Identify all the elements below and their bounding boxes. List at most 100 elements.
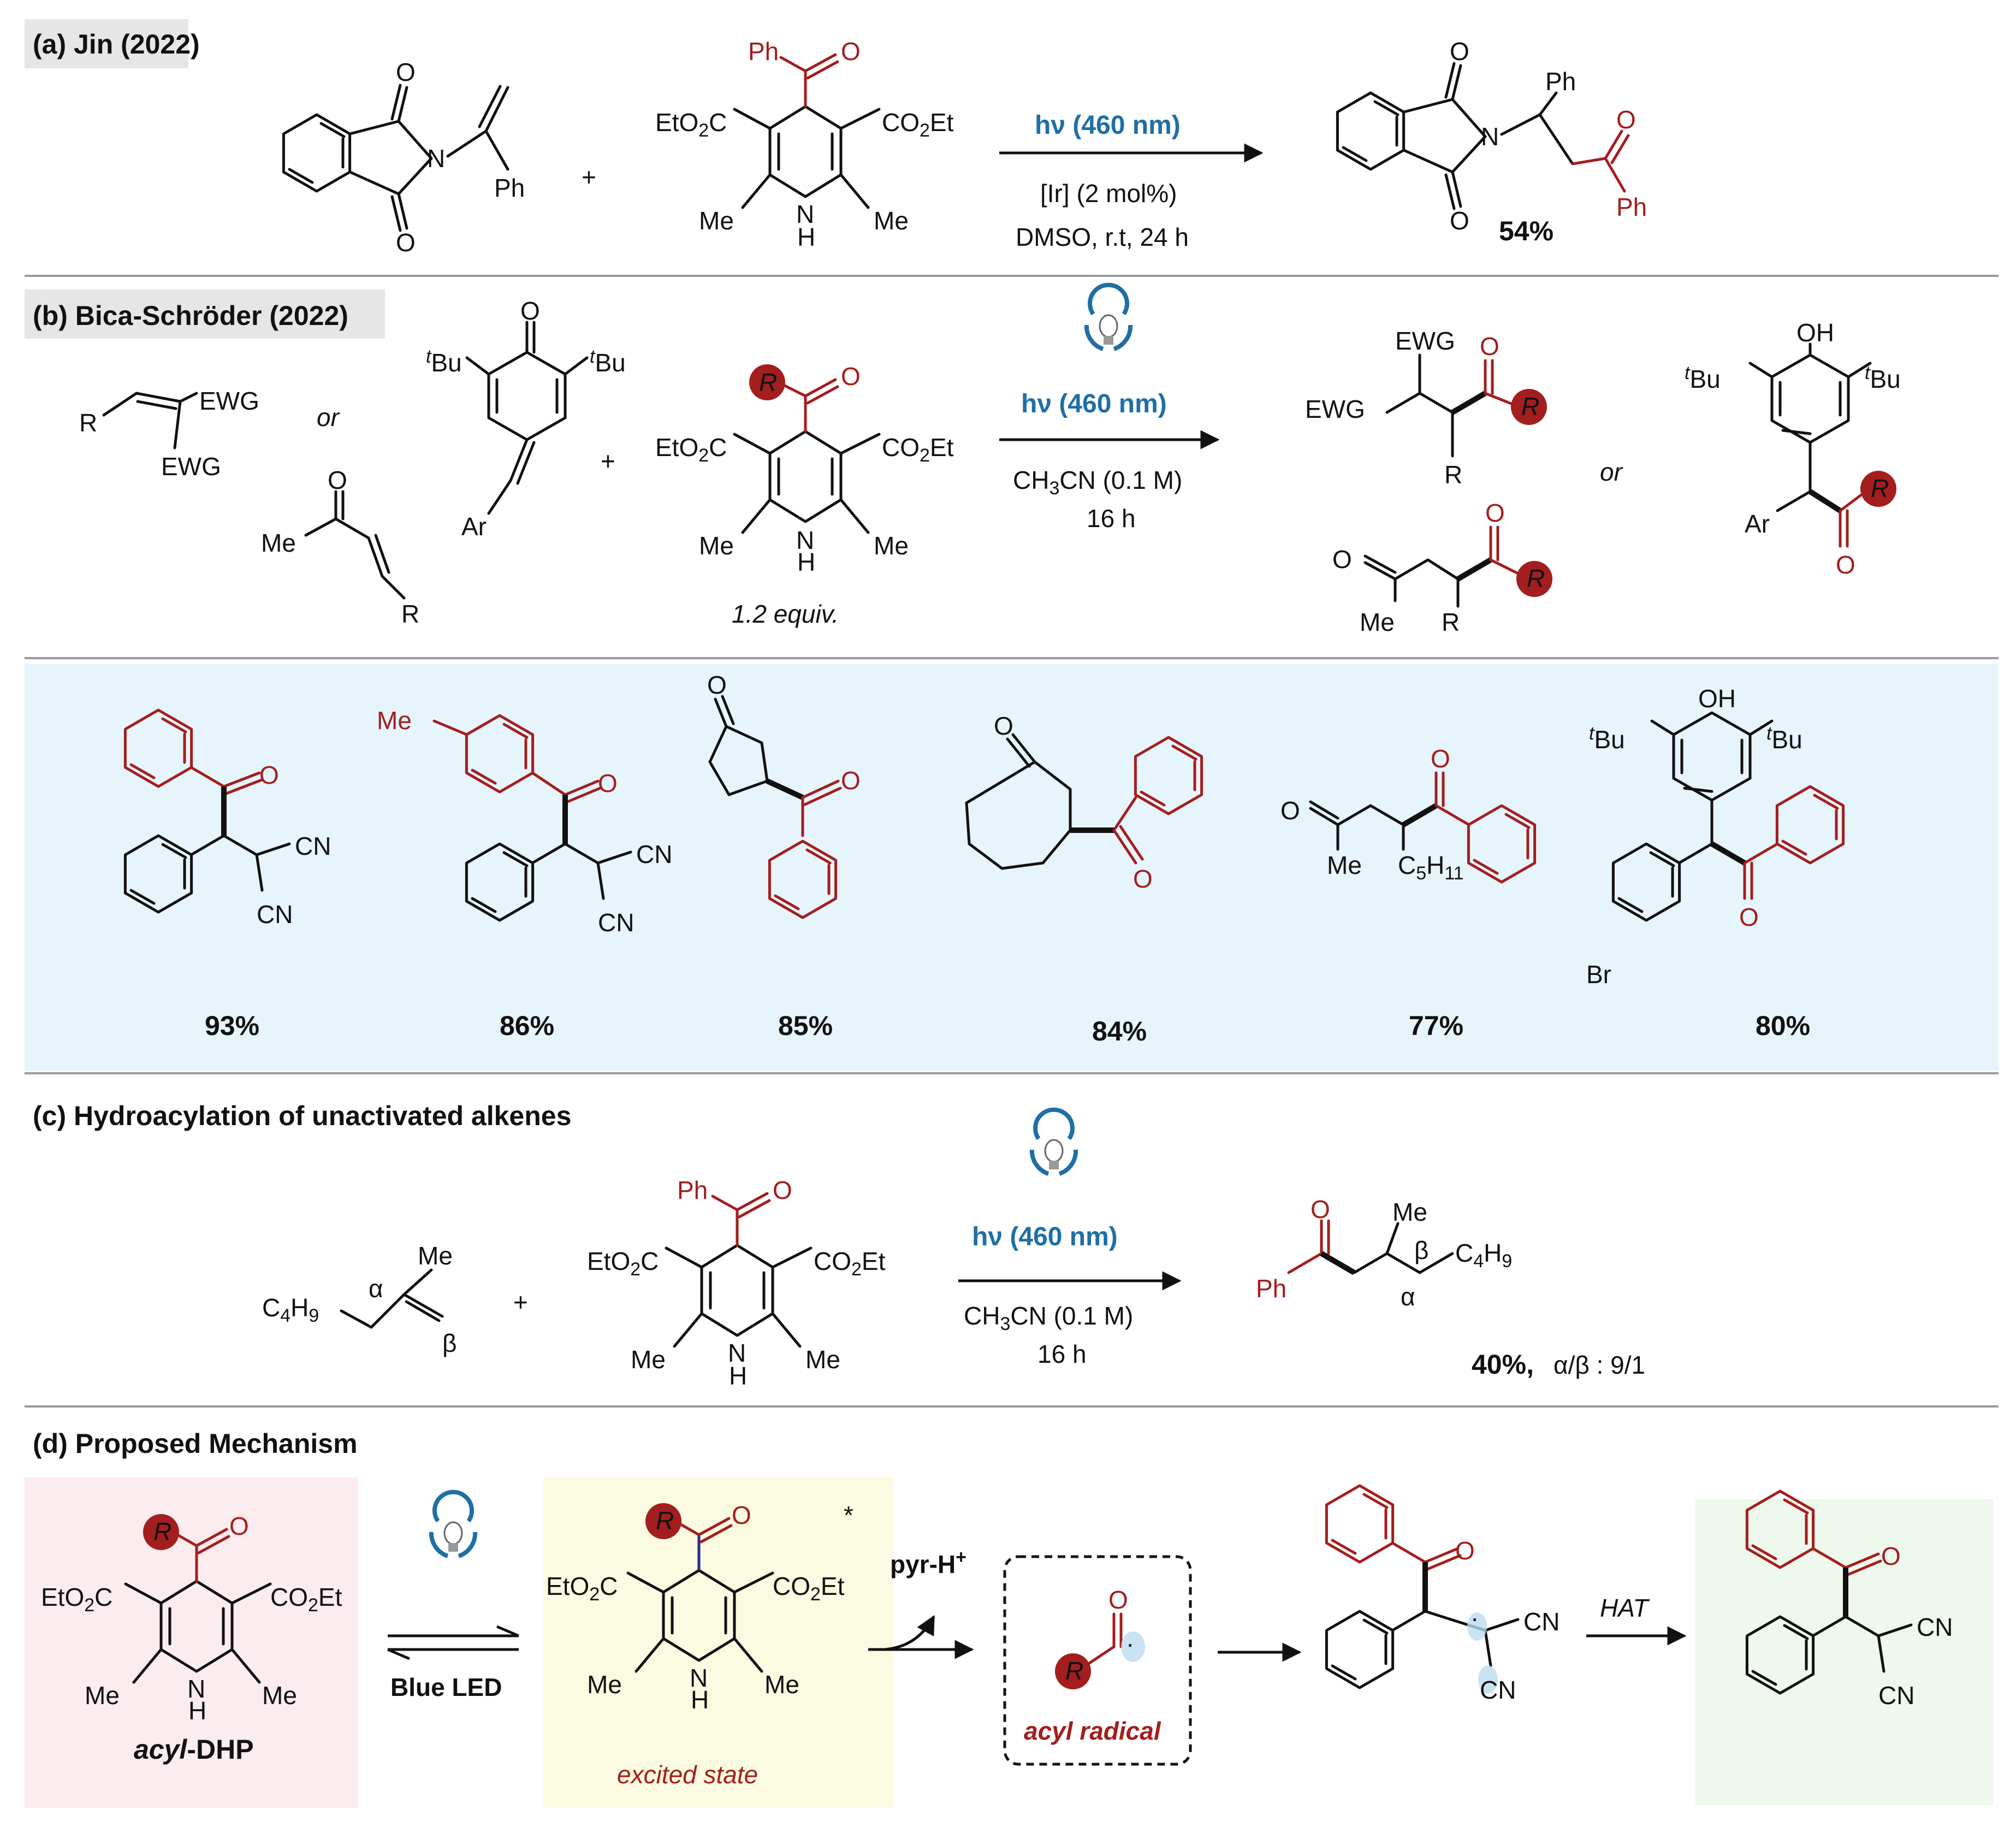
br-label: Br [1586, 960, 1611, 989]
tbu-label: tBu [1766, 723, 1802, 754]
me-label: Me [587, 1670, 622, 1699]
final-product-structure [1747, 1491, 1913, 1693]
me-label: Me [874, 531, 909, 560]
alkene-reactant [340, 1268, 444, 1329]
c4h9-label: C4H9 [1455, 1239, 1512, 1272]
oh-label: OH [1796, 318, 1834, 347]
time-condition: 16 h [1037, 1340, 1087, 1368]
or-label: or [317, 403, 340, 431]
h-label: H [691, 1686, 709, 1714]
o-label: O [732, 1501, 751, 1529]
o-label: O [1836, 551, 1855, 579]
o-label: O [1311, 1195, 1330, 1223]
tbu-label: tBu [1865, 363, 1901, 393]
me-label: Me [377, 706, 412, 735]
compound-84 [965, 733, 1202, 870]
substrate-scope-panel: O CN CN 93% Me O CN CN 86% [25, 664, 1999, 1071]
me-label: Me [805, 1345, 840, 1374]
o-label: O [1450, 206, 1469, 235]
r-label: R [1527, 564, 1545, 593]
n-label: N [796, 200, 814, 228]
lightbulb-icon [1032, 1110, 1076, 1174]
me-label: Me [262, 1681, 297, 1710]
time-condition: 16 h [1087, 504, 1136, 533]
r-label: R [153, 1517, 171, 1546]
o-label: O [1431, 744, 1450, 773]
phenol-ketone-product [1748, 342, 1896, 548]
o-label: O [994, 712, 1013, 740]
plus-sign: + [601, 447, 615, 475]
co2et-label: CO2Et [270, 1583, 342, 1616]
o-label: O [841, 766, 861, 795]
panel-c-header: (c) Hydroacylation of unactivated alkene… [33, 1101, 571, 1131]
light-condition: hν (460 nm) [1035, 111, 1181, 140]
cn-label: CN [1917, 1613, 1953, 1641]
yield-label: 80% [1756, 1010, 1810, 1041]
benzoyl-dhp-reactant [733, 53, 881, 209]
yield-label: 86% [500, 1010, 554, 1041]
panel-b: (b) Bica-Schröder (2022) R EWG EWG or O … [25, 285, 1901, 636]
ph-label: Ph [1616, 193, 1647, 221]
co2et-label: CO2Et [882, 433, 954, 466]
equilibrium-arrow [387, 1625, 519, 1660]
cn-label: CN [636, 840, 672, 868]
reaction-arrow [868, 1615, 974, 1659]
lightbulb-icon [431, 1492, 475, 1556]
yield-label: 84% [1092, 1016, 1147, 1047]
solvent-condition: CH3CN (0.1 M) [964, 1302, 1133, 1334]
acyl-radical-box [1003, 1555, 1192, 1766]
me-label: Me [1392, 1198, 1427, 1226]
me-label: Me [764, 1670, 799, 1699]
compound-86 [432, 716, 632, 920]
me-label: Me [874, 206, 909, 235]
o-label: O [1455, 1536, 1475, 1565]
r-label: R [1444, 460, 1462, 489]
acyl-dhp-label: acyl-DHP [134, 1734, 254, 1765]
h-label: H [797, 223, 815, 251]
cn-label: CN [598, 908, 634, 937]
selectivity-label: α/β : 9/1 [1553, 1351, 1645, 1379]
co2et-label: CO2Et [882, 108, 954, 141]
phthalimide-vinyl-reactant [283, 84, 509, 232]
excited-dhp-structure [626, 1503, 774, 1673]
r-label: R [1065, 1657, 1083, 1685]
yield-label: 93% [205, 1010, 259, 1041]
enone-reactant [304, 490, 406, 600]
diketone-product [1363, 525, 1552, 608]
h-label: H [188, 1696, 206, 1725]
eto2c-label: EtO2C [41, 1583, 112, 1616]
tbu-label: tBu [1685, 363, 1721, 393]
o-label: O [841, 37, 861, 66]
eto2c-label: EtO2C [655, 433, 727, 466]
ewg-label: EWG [1305, 395, 1365, 423]
beta-label: β [1414, 1236, 1428, 1264]
compound-93 [125, 710, 291, 912]
excited-state-label: excited state [617, 1760, 758, 1789]
panel-b-label-bg [25, 289, 385, 339]
beta-label: β [442, 1329, 456, 1357]
panel-a-header: (a) Jin (2022) [33, 29, 200, 60]
h-label: H [797, 548, 815, 576]
n-label: N [1481, 122, 1499, 151]
cn-label: CN [1878, 1681, 1914, 1710]
compound-85 [708, 695, 842, 918]
acyl-dhp-panel-bg [25, 1477, 358, 1808]
solvent-condition: CH3CN (0.1 M) [1013, 466, 1182, 499]
o-label: O [1616, 105, 1636, 134]
me-label: Me [1327, 851, 1362, 879]
o-label: O [598, 769, 618, 797]
ph-label: Ph [748, 37, 779, 66]
blue-led-label: Blue LED [390, 1673, 502, 1701]
r-label: R [1442, 608, 1460, 636]
acyl-dhp-reactant [733, 364, 881, 534]
plus-sign: + [513, 1288, 528, 1316]
ewg-ketone-product [1385, 353, 1547, 458]
o-label: O [1133, 865, 1153, 893]
co2et-label: CO2Et [814, 1247, 886, 1280]
oh-label: OH [1698, 684, 1736, 713]
o-label: O [773, 1176, 792, 1204]
product-panel-bg [1695, 1499, 1993, 1805]
cn-label: CN [1523, 1607, 1560, 1636]
me-label: Me [699, 531, 734, 560]
